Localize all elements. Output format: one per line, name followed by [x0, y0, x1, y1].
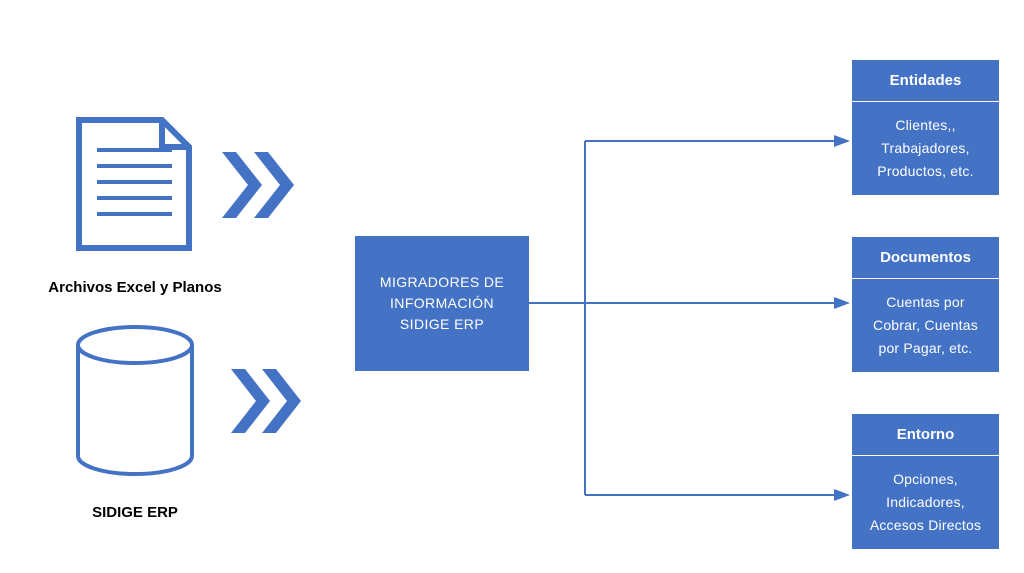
migradores-text: MIGRADORES DE INFORMACIÓN SIDIGE ERP: [379, 274, 505, 332]
target-box-documentos: Documentos Cuentas por Cobrar, Cuentas p…: [852, 237, 999, 372]
target-title: Entorno: [852, 414, 999, 456]
target-title: Documentos: [852, 237, 999, 279]
source-label-sidige: SIDIGE ERP: [92, 504, 178, 521]
target-body: Cuentas por Cobrar, Cuentas por Pagar, e…: [873, 294, 978, 356]
target-box-entorno: Entorno Opciones, Indicadores, Accesos D…: [852, 414, 999, 549]
target-body: Clientes,, Trabajadores, Productos, etc.: [877, 117, 974, 179]
target-title: Entidades: [852, 60, 999, 102]
connector-lines: [529, 140, 836, 496]
document-icon: [76, 117, 192, 251]
double-chevron-icon-bottom: [231, 369, 301, 433]
double-chevron-icon-top: [222, 152, 294, 218]
target-body: Opciones, Indicadores, Accesos Directos: [869, 471, 982, 533]
arrowheads: [834, 135, 850, 501]
migradores-box: MIGRADORES DE INFORMACIÓN SIDIGE ERP: [355, 236, 529, 371]
database-icon: [76, 325, 194, 476]
target-box-entidades: Entidades Clientes,, Trabajadores, Produ…: [852, 60, 999, 195]
source-label-excel: Archivos Excel y Planos: [48, 279, 222, 296]
